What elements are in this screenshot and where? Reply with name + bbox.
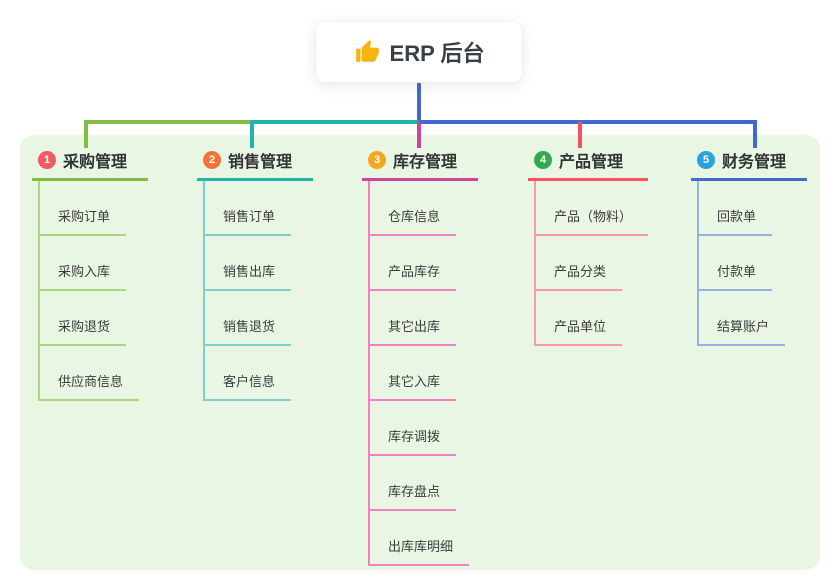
mindmap-item[interactable]: 销售退货 [205,291,292,346]
root-node[interactable]: ERP 后台 [316,22,522,82]
branch-label: 产品管理 [559,154,624,171]
mindmap-item[interactable]: 其它入库 [370,346,457,401]
branch-label: 采购管理 [63,154,128,171]
branch-title-purchase[interactable]: 1 采购管理 [32,146,148,181]
mindmap-item[interactable]: 回款单 [699,181,773,236]
branch-title-product[interactable]: 4 产品管理 [528,146,649,181]
branch-items: 采购订单 采购入库 采购退货 供应商信息 [38,181,140,401]
connector-drop-product [578,122,582,148]
mindmap-item[interactable]: 仓库信息 [370,181,457,236]
branch-sales: 2 销售管理 销售订单 销售出库 销售退货 客户信息 [197,146,313,401]
mindmap-item[interactable]: 产品单位 [536,291,623,346]
connector-drop-sales [250,120,254,148]
connector-drop-finance [753,120,757,148]
branch-title-finance[interactable]: 5 财务管理 [691,146,807,181]
branch-product: 4 产品管理 产品（物料） 产品分类 产品单位 [528,146,649,346]
number-badge: 5 [697,151,715,169]
mindmap-item[interactable]: 采购订单 [40,181,127,236]
connector-horizontal-green [84,120,254,124]
mindmap-item[interactable]: 其它出库 [370,291,457,346]
mindmap-item[interactable]: 采购入库 [40,236,127,291]
mindmap-item[interactable]: 出库库明细 [370,511,470,566]
branch-inventory: 3 库存管理 仓库信息 产品库存 其它出库 其它入库 库存调拨 库存盘点 出库库… [362,146,478,566]
connector-root-stem [417,83,421,122]
branch-finance: 5 财务管理 回款单 付款单 结算账户 [691,146,807,346]
mindmap-item[interactable]: 产品分类 [536,236,623,291]
branch-items: 仓库信息 产品库存 其它出库 其它入库 库存调拨 库存盘点 出库库明细 [368,181,470,566]
connector-horizontal-teal [250,120,419,124]
branch-items: 回款单 付款单 结算账户 [697,181,786,346]
branch-title-inventory[interactable]: 3 库存管理 [362,146,478,181]
mindmap-item[interactable]: 销售出库 [205,236,292,291]
mindmap-item[interactable]: 结算账户 [699,291,786,346]
mindmap-item[interactable]: 采购退货 [40,291,127,346]
thumbs-up-icon [355,40,379,62]
number-badge: 1 [38,151,56,169]
mindmap-item[interactable]: 库存盘点 [370,456,457,511]
branch-items: 产品（物料） 产品分类 产品单位 [534,181,649,346]
branch-title-sales[interactable]: 2 销售管理 [197,146,313,181]
mindmap-item[interactable]: 付款单 [699,236,773,291]
mindmap-item[interactable]: 产品库存 [370,236,457,291]
branch-label: 库存管理 [393,154,458,171]
branch-label: 财务管理 [722,154,787,171]
branch-items: 销售订单 销售出库 销售退货 客户信息 [203,181,292,401]
mindmap-item[interactable]: 供应商信息 [40,346,140,401]
branch-label: 销售管理 [228,154,293,171]
mindmap-item[interactable]: 客户信息 [205,346,292,401]
number-badge: 2 [203,151,221,169]
root-label: ERP 后台 [389,41,485,66]
number-badge: 3 [368,151,386,169]
mindmap-item[interactable]: 产品（物料） [536,181,649,236]
number-badge: 4 [534,151,552,169]
mindmap-item[interactable]: 库存调拨 [370,401,457,456]
connector-drop-purchase [84,120,88,148]
mindmap-item[interactable]: 销售订单 [205,181,292,236]
connector-drop-inventory [417,122,421,148]
branches-panel [20,135,820,570]
branch-purchase: 1 采购管理 采购订单 采购入库 采购退货 供应商信息 [32,146,148,401]
connector-horizontal-blue [419,120,757,124]
